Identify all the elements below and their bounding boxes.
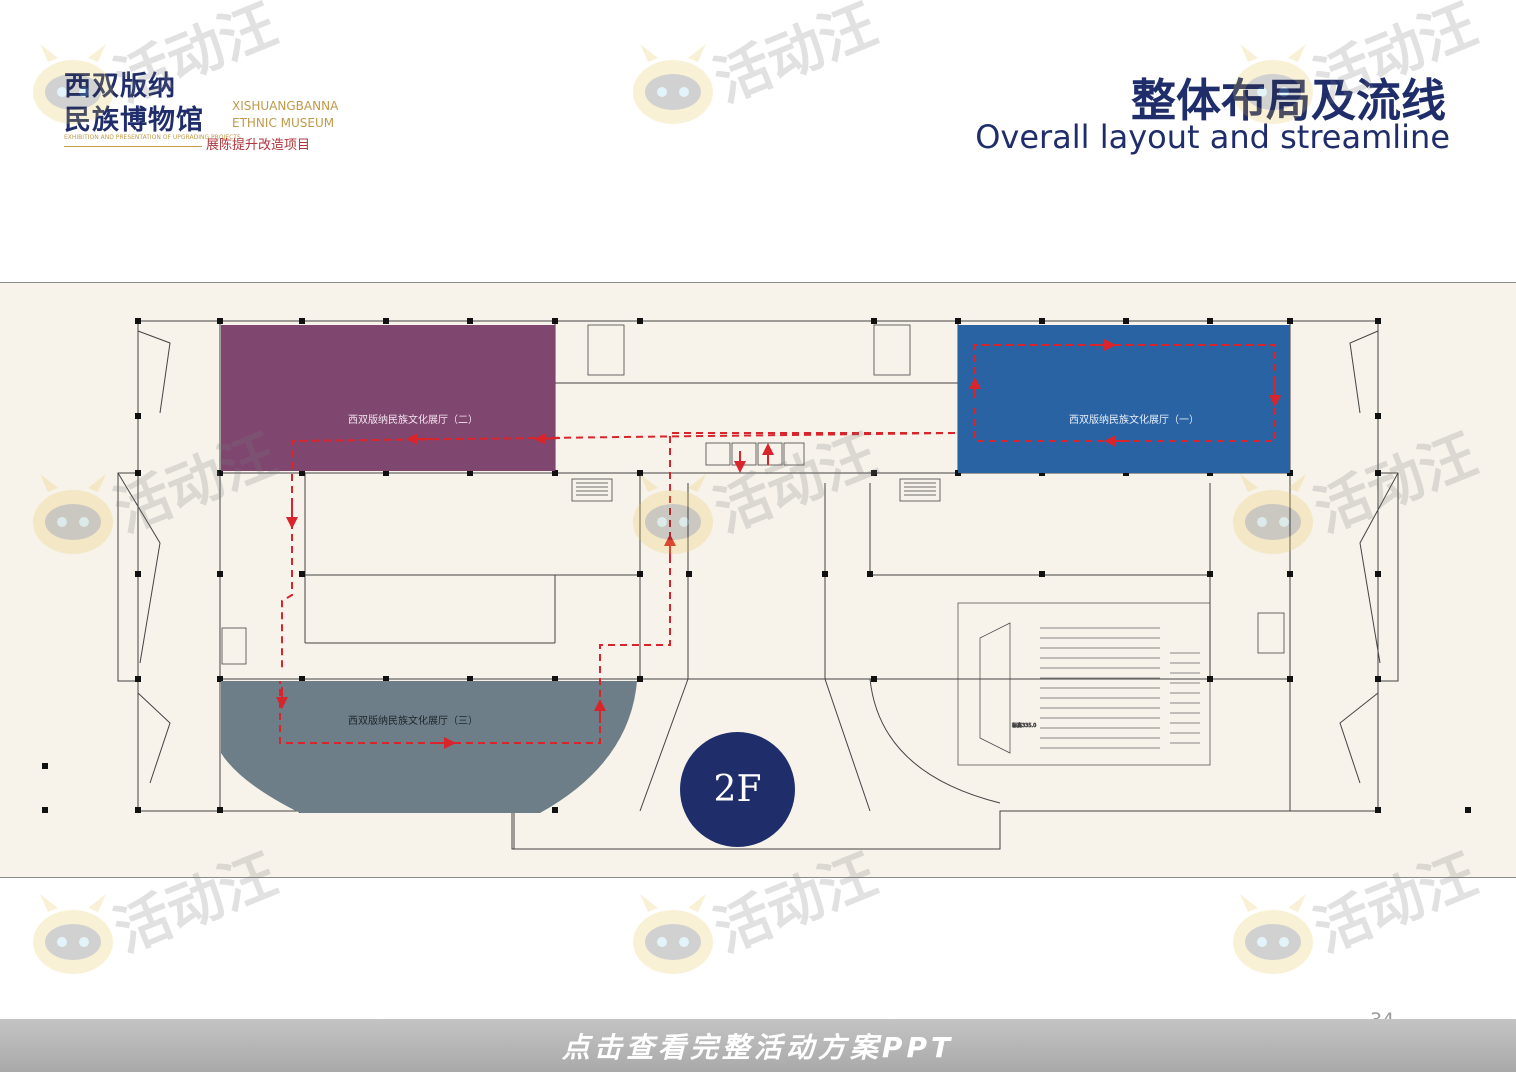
watermark-text: 活动汪 — [705, 0, 886, 116]
mascot-icon — [33, 894, 113, 974]
auditorium-elevation-label: 标高335.0 — [1012, 722, 1036, 729]
streamline-arrows — [276, 339, 1281, 749]
watermark: 活动汪 — [1226, 842, 1486, 990]
watermark: 活动汪 — [26, 842, 286, 990]
floor-plan: 标高335.0 — [0, 282, 1516, 878]
hall-3: 西双版纳民族文化展厅（三） — [221, 681, 637, 813]
watermark: 活动汪 — [626, 0, 886, 140]
view-full-plan-banner[interactable]: 点击查看完整活动方案PPT — [0, 1019, 1516, 1072]
mascot-icon — [1233, 894, 1313, 974]
auditorium: 标高335.0 — [957, 602, 1211, 766]
museum-logo: 西双版纳 民族博物馆 XISHUANGBANNA ETHNIC MUSEUM E… — [64, 64, 354, 154]
hall-2: 西双版纳民族文化展厅（二） — [221, 325, 555, 471]
logo-project-subtitle: 展陈提升改造项目 — [206, 138, 311, 153]
hall-3-label: 西双版纳民族文化展厅（三） — [348, 714, 478, 727]
logo-english-line1: XISHUANGBANNA — [232, 99, 339, 113]
logo-title-line2: 民族博物馆 — [64, 105, 204, 136]
logo-divider — [64, 146, 202, 147]
watermark: 活动汪 — [626, 842, 886, 990]
stairs — [221, 478, 1285, 665]
mascot-icon — [633, 44, 713, 124]
floor-badge: 2F — [680, 732, 795, 847]
restrooms — [587, 324, 911, 466]
logo-english-line2: ETHNIC MUSEUM — [232, 116, 335, 130]
banner-text: 点击查看完整活动方案PPT — [561, 1030, 955, 1064]
hall-2-label: 西双版纳民族文化展厅（二） — [348, 413, 478, 426]
logo-tiny-text: EXHIBITION AND PRESENTATION OF UPGRADING… — [64, 134, 241, 141]
page-title-en: Overall layout and streamline — [975, 118, 1450, 156]
page-title-cn: 整体布局及流线 — [1130, 74, 1446, 127]
floor-plan-drawing: 标高335.0 — [42, 318, 1471, 850]
mascot-icon — [633, 894, 713, 974]
logo-title-line1: 西双版纳 — [64, 71, 176, 102]
hall-1: 西双版纳民族文化展厅（一） — [958, 325, 1290, 473]
hall-1-label: 西双版纳民族文化展厅（一） — [1069, 413, 1199, 426]
